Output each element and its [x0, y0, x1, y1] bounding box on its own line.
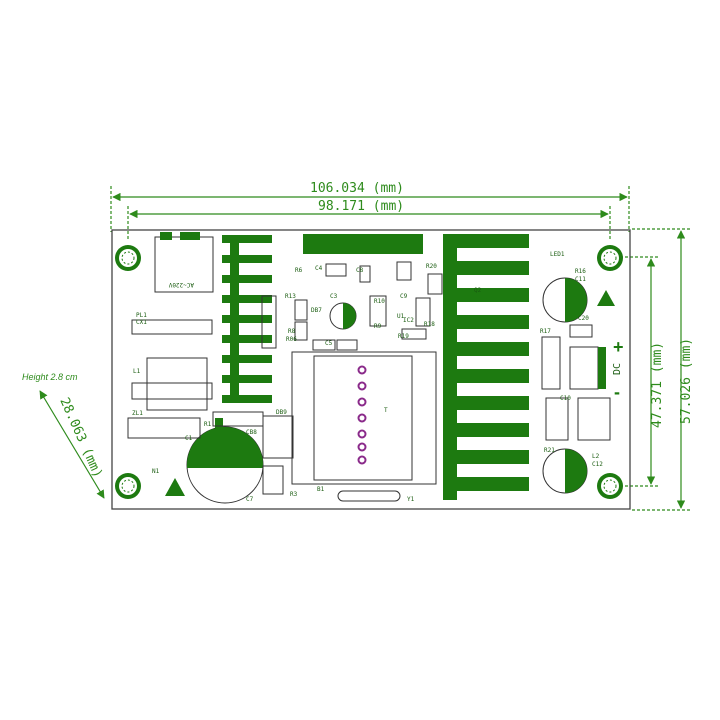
ref-y1: Y1 [407, 496, 415, 503]
ref-cx1: CX1 [136, 319, 147, 326]
ref-c4: C4 [315, 265, 323, 272]
ref-db7: DB7 [311, 307, 322, 314]
ref-n1: N1 [152, 468, 160, 475]
ref-r9: R9 [374, 323, 382, 330]
ref-c7: C7 [246, 496, 254, 503]
ref-r20: R20 [426, 263, 437, 270]
ref-t: T [384, 407, 388, 414]
ref-cb8: CB8 [246, 429, 257, 436]
ref-ic2: IC2 [403, 317, 414, 324]
ref-c8: C8 [356, 267, 364, 274]
ref-u1: U1 [397, 313, 405, 320]
ref-c9: C9 [400, 293, 408, 300]
hole-spacing-width-label: 98.171 (mm) [318, 199, 404, 214]
ref-c12: C12 [592, 461, 603, 468]
ref-r19: R19 [398, 333, 409, 340]
dc-output-connector [569, 346, 606, 390]
ac-input-connector: AC~220V [154, 232, 214, 293]
transformer [291, 351, 437, 485]
mounting-hole-top-left [115, 245, 141, 271]
ref-c20: C20 [578, 315, 589, 322]
ref-q2: Q2 [474, 287, 482, 294]
ref-r21: R21 [544, 447, 555, 454]
ref-r18: R18 [424, 321, 435, 328]
pcb-outline [111, 229, 631, 510]
ref-r10: R10 [374, 298, 385, 305]
ref-db9: DB9 [276, 409, 287, 416]
ref-c11: C11 [575, 276, 586, 283]
mounting-hole-top-right [597, 245, 623, 271]
capacitor-c11 [542, 277, 588, 323]
ref-r13: R13 [285, 293, 296, 300]
ref-c1: C1 [185, 435, 193, 442]
dimension-lines [39, 186, 690, 511]
dc-positive-symbol: + [613, 337, 624, 357]
mounting-holes [115, 245, 623, 499]
capacitor-c1 [186, 418, 264, 504]
dc-output-label: DC [612, 363, 623, 375]
capacitor-c12 [542, 448, 588, 494]
esd-warning-icon [165, 290, 615, 496]
ref-l1: L1 [133, 368, 141, 375]
mounting-hole-bottom-right [597, 473, 623, 499]
ref-led1: LED1 [550, 251, 565, 258]
reference-designators: PL1 CX1 L1 ZL1 N1 R1 C1 CB8 DB9 C7 R3 R6… [132, 251, 603, 503]
dc-negative-symbol: - [614, 382, 620, 402]
copper-top-bar [303, 234, 423, 254]
capacitor-c3 [329, 302, 357, 330]
outer-height-label: 57.026 (mm) [679, 338, 694, 424]
ref-b1: B1 [317, 486, 325, 493]
board-height-line [39, 390, 105, 499]
ref-r8: R8 [288, 328, 296, 335]
mounting-hole-bottom-left [115, 473, 141, 499]
component-outlines [127, 261, 611, 502]
board-height-label: 28.063 (mm) [56, 396, 105, 481]
ac-input-label: AC~220V [168, 281, 194, 288]
ref-r6: R6 [295, 267, 303, 274]
ref-c3: C3 [330, 293, 338, 300]
ref-r06: R06 [286, 336, 297, 343]
board-height-cm-label: Height 2.8 cm [22, 372, 78, 382]
ref-c5: C5 [325, 340, 333, 347]
hole-spacing-height-label: 47.371 (mm) [650, 342, 665, 428]
ref-pl1: PL1 [136, 312, 147, 319]
ref-r1: R1 [204, 421, 212, 428]
ref-r17: R17 [540, 328, 551, 335]
ref-zl1: ZL1 [132, 410, 143, 417]
outer-width-label: 106.034 (mm) [310, 181, 404, 196]
copper-features: AC~220V [154, 232, 606, 504]
ref-l2: L2 [592, 453, 600, 460]
ref-c10: C10 [560, 395, 571, 402]
ref-r3: R3 [290, 491, 298, 498]
ref-r16: R16 [575, 268, 586, 275]
heatsink-left [222, 235, 272, 403]
heatsink-right [443, 234, 529, 500]
